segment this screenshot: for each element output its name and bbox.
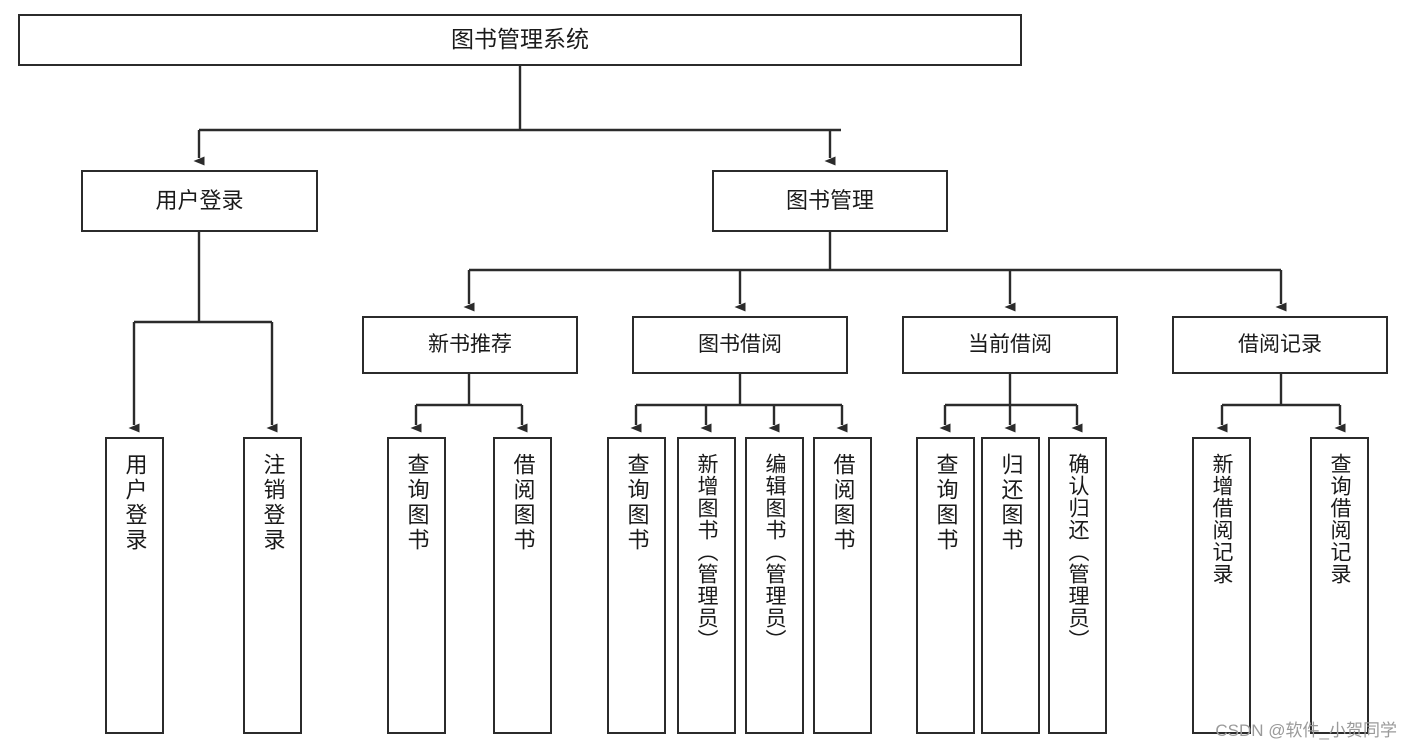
leaf-borrow-record-query[interactable]: 查询借阅记录	[1310, 437, 1369, 734]
leaf-user-login-logout-label: 注销登录	[260, 453, 286, 553]
leaf-current-borrow-confirm-return-label: 确认归还（管理员）	[1066, 453, 1089, 651]
leaf-book-borrow-edit[interactable]: 编辑图书（管理员）	[745, 437, 804, 734]
node-borrow-record[interactable]: 借阅记录	[1172, 316, 1388, 374]
leaf-current-borrow-query-label: 查询图书	[933, 453, 959, 553]
leaf-current-borrow-query[interactable]: 查询图书	[916, 437, 975, 734]
node-borrow-record-label: 借阅记录	[1238, 332, 1322, 356]
leaf-book-borrow-edit-label: 编辑图书（管理员）	[763, 453, 786, 651]
node-book-management[interactable]: 图书管理	[712, 170, 948, 232]
leaf-borrow-record-query-label: 查询借阅记录	[1328, 453, 1351, 585]
leaf-new-book-borrow[interactable]: 借阅图书	[493, 437, 552, 734]
node-new-book-recommend[interactable]: 新书推荐	[362, 316, 578, 374]
leaf-user-login-logout[interactable]: 注销登录	[243, 437, 302, 734]
node-user-login[interactable]: 用户登录	[81, 170, 318, 232]
node-book-management-label: 图书管理	[785, 188, 874, 214]
leaf-new-book-query[interactable]: 查询图书	[387, 437, 446, 734]
node-book-borrow-label: 图书借阅	[698, 332, 782, 356]
leaf-new-book-borrow-label: 借阅图书	[510, 453, 536, 553]
leaf-borrow-record-add[interactable]: 新增借阅记录	[1192, 437, 1251, 734]
leaf-current-borrow-confirm-return[interactable]: 确认归还（管理员）	[1048, 437, 1107, 734]
node-user-login-label: 用户登录	[155, 188, 244, 214]
node-root-system-label: 图书管理系统	[451, 26, 589, 53]
leaf-current-borrow-return[interactable]: 归还图书	[981, 437, 1040, 734]
node-current-borrow[interactable]: 当前借阅	[902, 316, 1118, 374]
leaf-user-login-login[interactable]: 用户登录	[105, 437, 164, 734]
leaf-current-borrow-return-label: 归还图书	[998, 453, 1024, 553]
node-new-book-recommend-label: 新书推荐	[428, 332, 512, 356]
leaf-book-borrow-borrow-label: 借阅图书	[830, 453, 856, 553]
leaf-book-borrow-add[interactable]: 新增图书（管理员）	[677, 437, 736, 734]
node-book-borrow[interactable]: 图书借阅	[632, 316, 848, 374]
leaf-new-book-query-label: 查询图书	[404, 453, 430, 553]
leaf-book-borrow-query[interactable]: 查询图书	[607, 437, 666, 734]
node-root-system[interactable]: 图书管理系统	[18, 14, 1022, 66]
leaf-book-borrow-borrow[interactable]: 借阅图书	[813, 437, 872, 734]
leaf-user-login-login-label: 用户登录	[122, 453, 148, 553]
node-current-borrow-label: 当前借阅	[968, 332, 1052, 356]
leaf-book-borrow-query-label: 查询图书	[624, 453, 650, 553]
leaf-book-borrow-add-label: 新增图书（管理员）	[695, 453, 718, 651]
leaf-borrow-record-add-label: 新增借阅记录	[1210, 453, 1233, 585]
